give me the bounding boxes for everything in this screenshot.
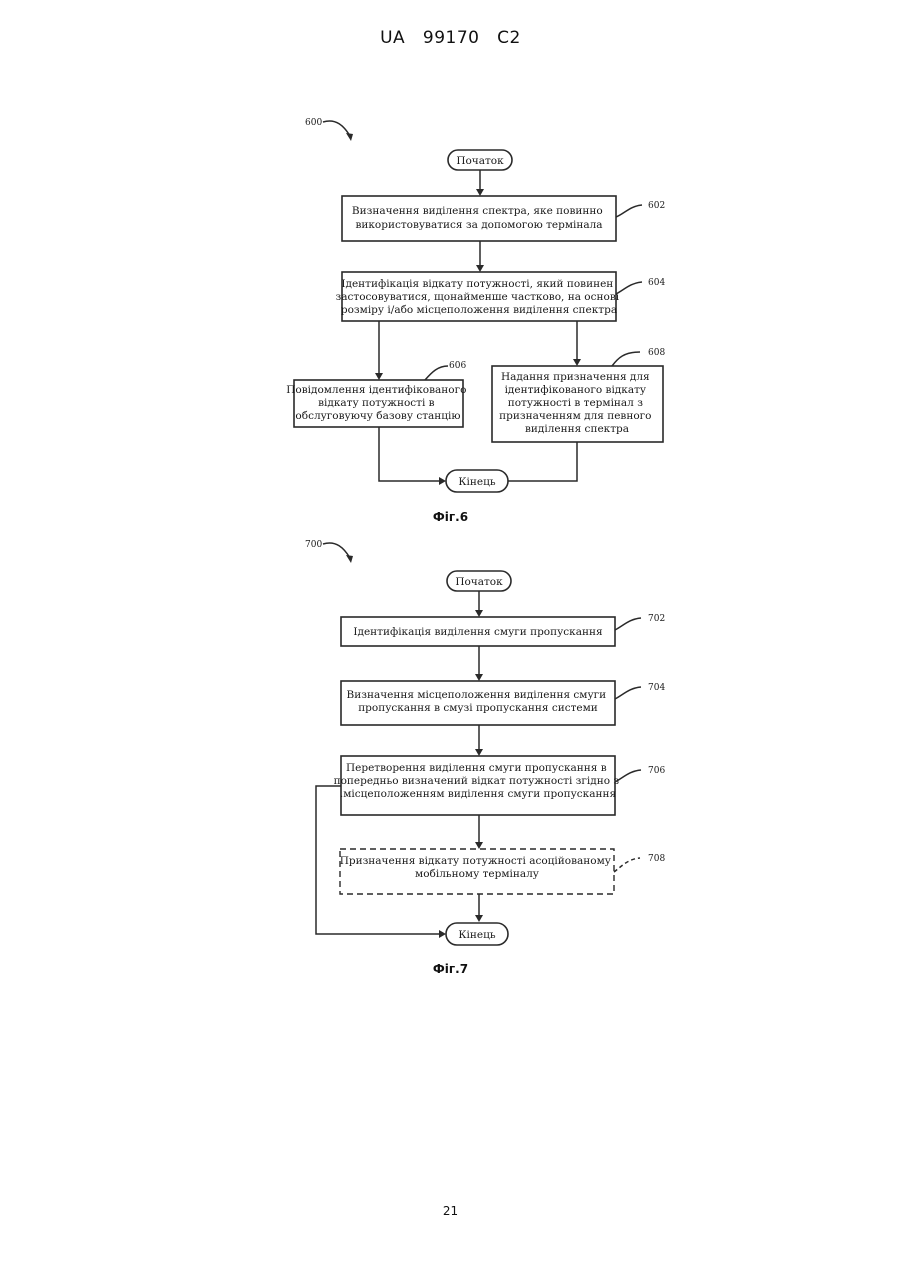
fig7-arrowhead <box>439 930 446 938</box>
fig6-ref-606-leader <box>425 366 448 380</box>
fig7-ref-706: 706 <box>648 766 665 776</box>
fig7-ref-704-leader <box>615 687 641 699</box>
fig7-ref-708-leader <box>614 858 640 872</box>
fig7-arrowhead <box>475 915 483 922</box>
fig6-ref-602: 602 <box>648 201 665 211</box>
fig7-box-704-text: Визначення місцеположення виділення смуг… <box>347 689 610 714</box>
fig7-caption: Фіг.7 <box>0 962 901 976</box>
fig7-ref-702-leader <box>615 618 641 630</box>
fig6-connector <box>508 442 577 481</box>
fig7-arrowhead <box>475 842 483 849</box>
fig7-arrowhead <box>475 749 483 756</box>
fig6-ref-arrow <box>323 121 350 136</box>
fig7-ref: 700 <box>305 540 322 550</box>
page-number: 21 <box>0 1204 901 1218</box>
fig7-ref-704: 704 <box>648 683 665 693</box>
fig6-connector <box>379 427 440 481</box>
fig7-arrowhead <box>475 610 483 617</box>
fig6-arrowhead <box>439 477 446 485</box>
fig7-ref-708: 708 <box>648 854 665 864</box>
fig7-box-702-text: Ідентифікація виділення смуги пропусканн… <box>353 626 603 638</box>
fig6-box-604-text: Ідентифікація відкату потужності, який п… <box>336 278 623 316</box>
fig7-start-label: Початок <box>455 576 503 588</box>
fig6-ref-arrowhead <box>346 133 353 141</box>
fig7-ref-702: 702 <box>648 614 665 624</box>
fig6-arrowhead <box>375 373 383 380</box>
fig6-ref-606: 606 <box>449 361 466 371</box>
fig6-arrowhead <box>476 265 484 272</box>
fig7-ref-arrowhead <box>346 555 353 563</box>
fig6-ref-608: 608 <box>648 348 665 358</box>
fig6-ref-604-leader <box>616 282 642 294</box>
fig6-ref-608-leader <box>612 352 640 366</box>
fig7-arrowhead <box>475 674 483 681</box>
fig6-arrowhead <box>476 189 484 196</box>
fig6-ref: 600 <box>305 118 322 128</box>
fig7-end-label: Кінець <box>458 929 495 941</box>
fig6-caption: Фіг.6 <box>0 510 901 524</box>
fig7-ref-arrow <box>323 543 350 558</box>
fig6-end-label: Кінець <box>458 476 495 488</box>
fig6-ref-602-leader <box>616 205 642 217</box>
fig6-arrowhead <box>573 359 581 366</box>
figure-7: 700 Початок Ідентифікація виділення смуг… <box>305 540 665 945</box>
fig7-box-706-text: Перетворення виділення смуги пропускання… <box>334 762 623 800</box>
figure-6: 600 Початок Визначення виділення спектра… <box>286 118 665 492</box>
fig6-ref-604: 604 <box>648 278 665 288</box>
fig6-start-label: Початок <box>456 155 504 167</box>
